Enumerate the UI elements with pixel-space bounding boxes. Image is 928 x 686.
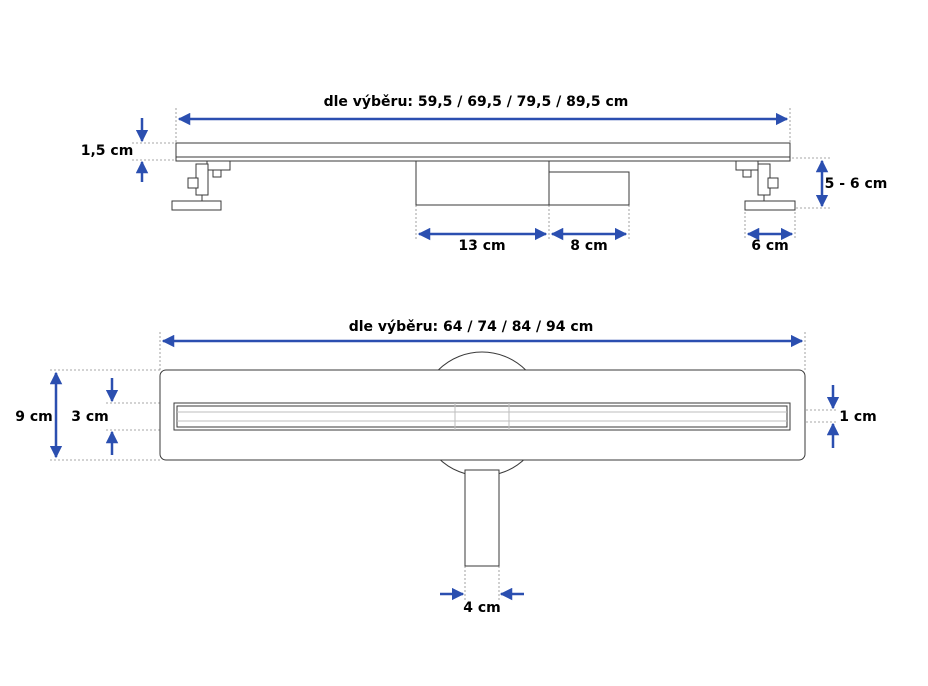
side-height-label: 1,5 cm bbox=[81, 143, 134, 159]
outlet-label: 8 cm bbox=[570, 238, 608, 254]
slot-width-label: 3 cm bbox=[71, 409, 109, 425]
pipe-width-label: 4 cm bbox=[463, 600, 501, 616]
drain-box-label: 13 cm bbox=[458, 238, 505, 254]
inner-width-label: 1 cm bbox=[839, 409, 877, 425]
grate-slot-inner bbox=[176, 405, 788, 428]
grate-slot-outer bbox=[173, 402, 791, 431]
side-view: dle výběru: 59,5 / 69,5 / 79,5 / 89,5 cm… bbox=[81, 94, 888, 254]
right-leg-nut bbox=[767, 177, 779, 189]
side-total-length-label: dle výběru: 59,5 / 69,5 / 79,5 / 89,5 cm bbox=[324, 94, 629, 110]
right-foot bbox=[744, 200, 796, 211]
top-view: dle výběru: 64 / 74 / 84 / 94 cm 9 cm 3 … bbox=[15, 319, 877, 616]
right-bracket-screw bbox=[742, 169, 752, 178]
drain-box bbox=[415, 160, 550, 206]
outlet-box bbox=[548, 171, 630, 206]
top-total-length-label: dle výběru: 64 / 74 / 84 / 94 cm bbox=[349, 319, 594, 335]
leg-height-label: 5 - 6 cm bbox=[825, 176, 888, 192]
width-label: 9 cm bbox=[15, 409, 53, 425]
left-bracket-screw bbox=[212, 169, 222, 178]
right-bracket bbox=[735, 160, 759, 171]
left-bracket bbox=[206, 160, 231, 171]
left-leg-nut bbox=[187, 177, 199, 189]
channel-body bbox=[175, 142, 791, 162]
foot-label: 6 cm bbox=[751, 238, 789, 254]
outlet-pipe bbox=[464, 469, 500, 567]
left-foot bbox=[171, 200, 222, 211]
